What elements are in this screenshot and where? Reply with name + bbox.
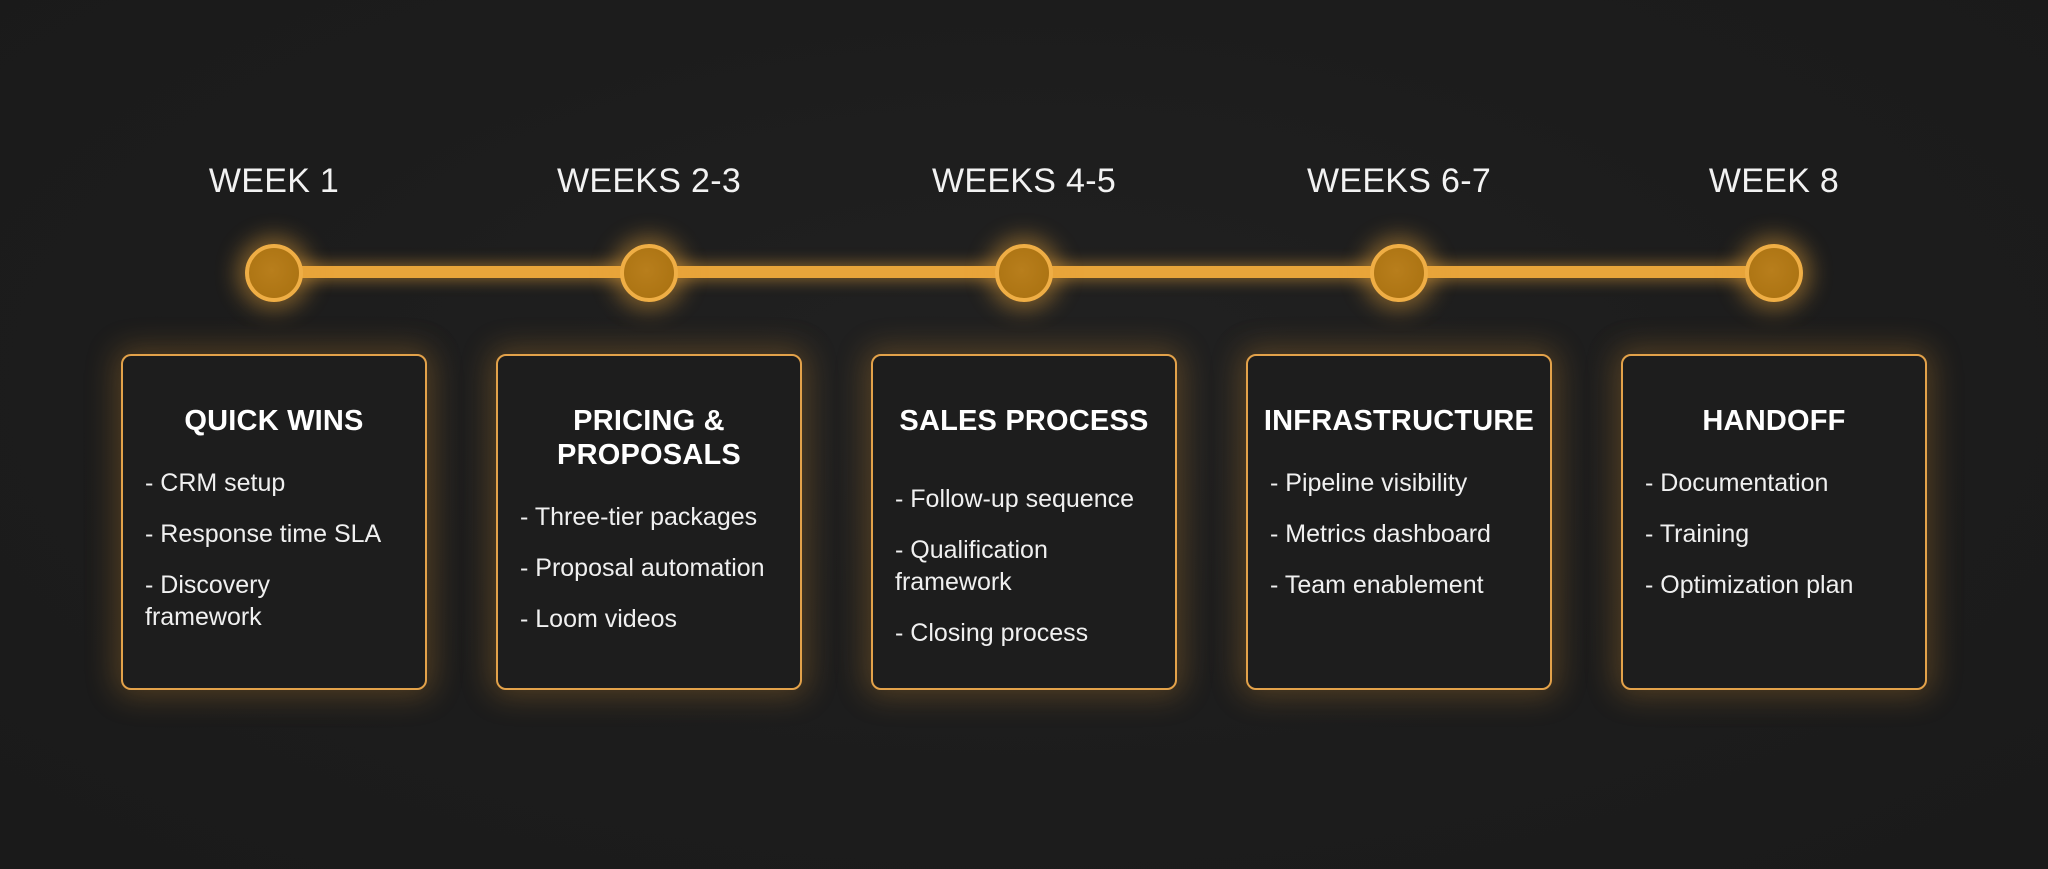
card-title: PRICING & PROPOSALS <box>557 405 741 471</box>
card-item: - Pipeline visibility <box>1270 469 1468 497</box>
card-title: HANDOFF <box>1702 405 1846 437</box>
week-label-4: WEEKS 6-7 <box>1306 162 1492 200</box>
card-item: - Three-tier packages <box>520 503 758 531</box>
timeline-node-2 <box>620 244 678 302</box>
card-item: - Optimization plan <box>1645 571 1854 599</box>
week-label-1: WEEK 1 <box>208 162 340 200</box>
card-title: SALES PROCESS <box>899 405 1149 437</box>
card-item-list: - Documentation - Training - Optimizatio… <box>1645 467 1903 601</box>
card-title: QUICK WINS <box>184 405 364 437</box>
card-item: - Metrics dashboard <box>1270 520 1491 548</box>
card-item-list: - Three-tier packages - Proposal automat… <box>520 501 778 635</box>
card-item: - Documentation <box>1645 469 1829 497</box>
card-item: - Training <box>1645 520 1750 548</box>
phase-card-sales-process: SALES PROCESS - Follow-up sequence - Qua… <box>871 354 1177 690</box>
phase-card-handoff: HANDOFF - Documentation - Training - Opt… <box>1621 354 1927 690</box>
week-label-2: WEEKS 2-3 <box>556 162 742 200</box>
timeline-node-1 <box>245 244 303 302</box>
card-item: - Closing process <box>895 619 1089 647</box>
card-item: - Follow-up sequence <box>895 485 1135 513</box>
card-item: - Response time SLA <box>145 520 382 548</box>
card-title: INFRASTRUCTURE <box>1263 405 1535 437</box>
phase-card-quick-wins: QUICK WINS - CRM setup - Response time S… <box>121 354 427 690</box>
card-item: - Discovery framework <box>145 571 271 631</box>
card-item: - Proposal automation <box>520 554 765 582</box>
card-item-list: - Follow-up sequence - Qualification fra… <box>895 483 1153 649</box>
card-item: - Loom videos <box>520 605 678 633</box>
week-label-5: WEEK 8 <box>1708 162 1840 200</box>
timeline-node-3 <box>995 244 1053 302</box>
card-item-list: - Pipeline visibility - Metrics dashboar… <box>1270 467 1528 601</box>
timeline-node-4 <box>1370 244 1428 302</box>
card-item: - Qualification framework <box>895 536 1048 596</box>
card-item: - Team enablement <box>1270 571 1484 599</box>
week-label-3: WEEKS 4-5 <box>931 162 1117 200</box>
card-item-list: - CRM setup - Response time SLA - Discov… <box>145 467 403 633</box>
phase-card-infrastructure: INFRASTRUCTURE - Pipeline visibility - M… <box>1246 354 1552 690</box>
timeline-node-5 <box>1745 244 1803 302</box>
phase-card-pricing-proposals: PRICING & PROPOSALS - Three-tier package… <box>496 354 802 690</box>
card-item: - CRM setup <box>145 469 286 497</box>
